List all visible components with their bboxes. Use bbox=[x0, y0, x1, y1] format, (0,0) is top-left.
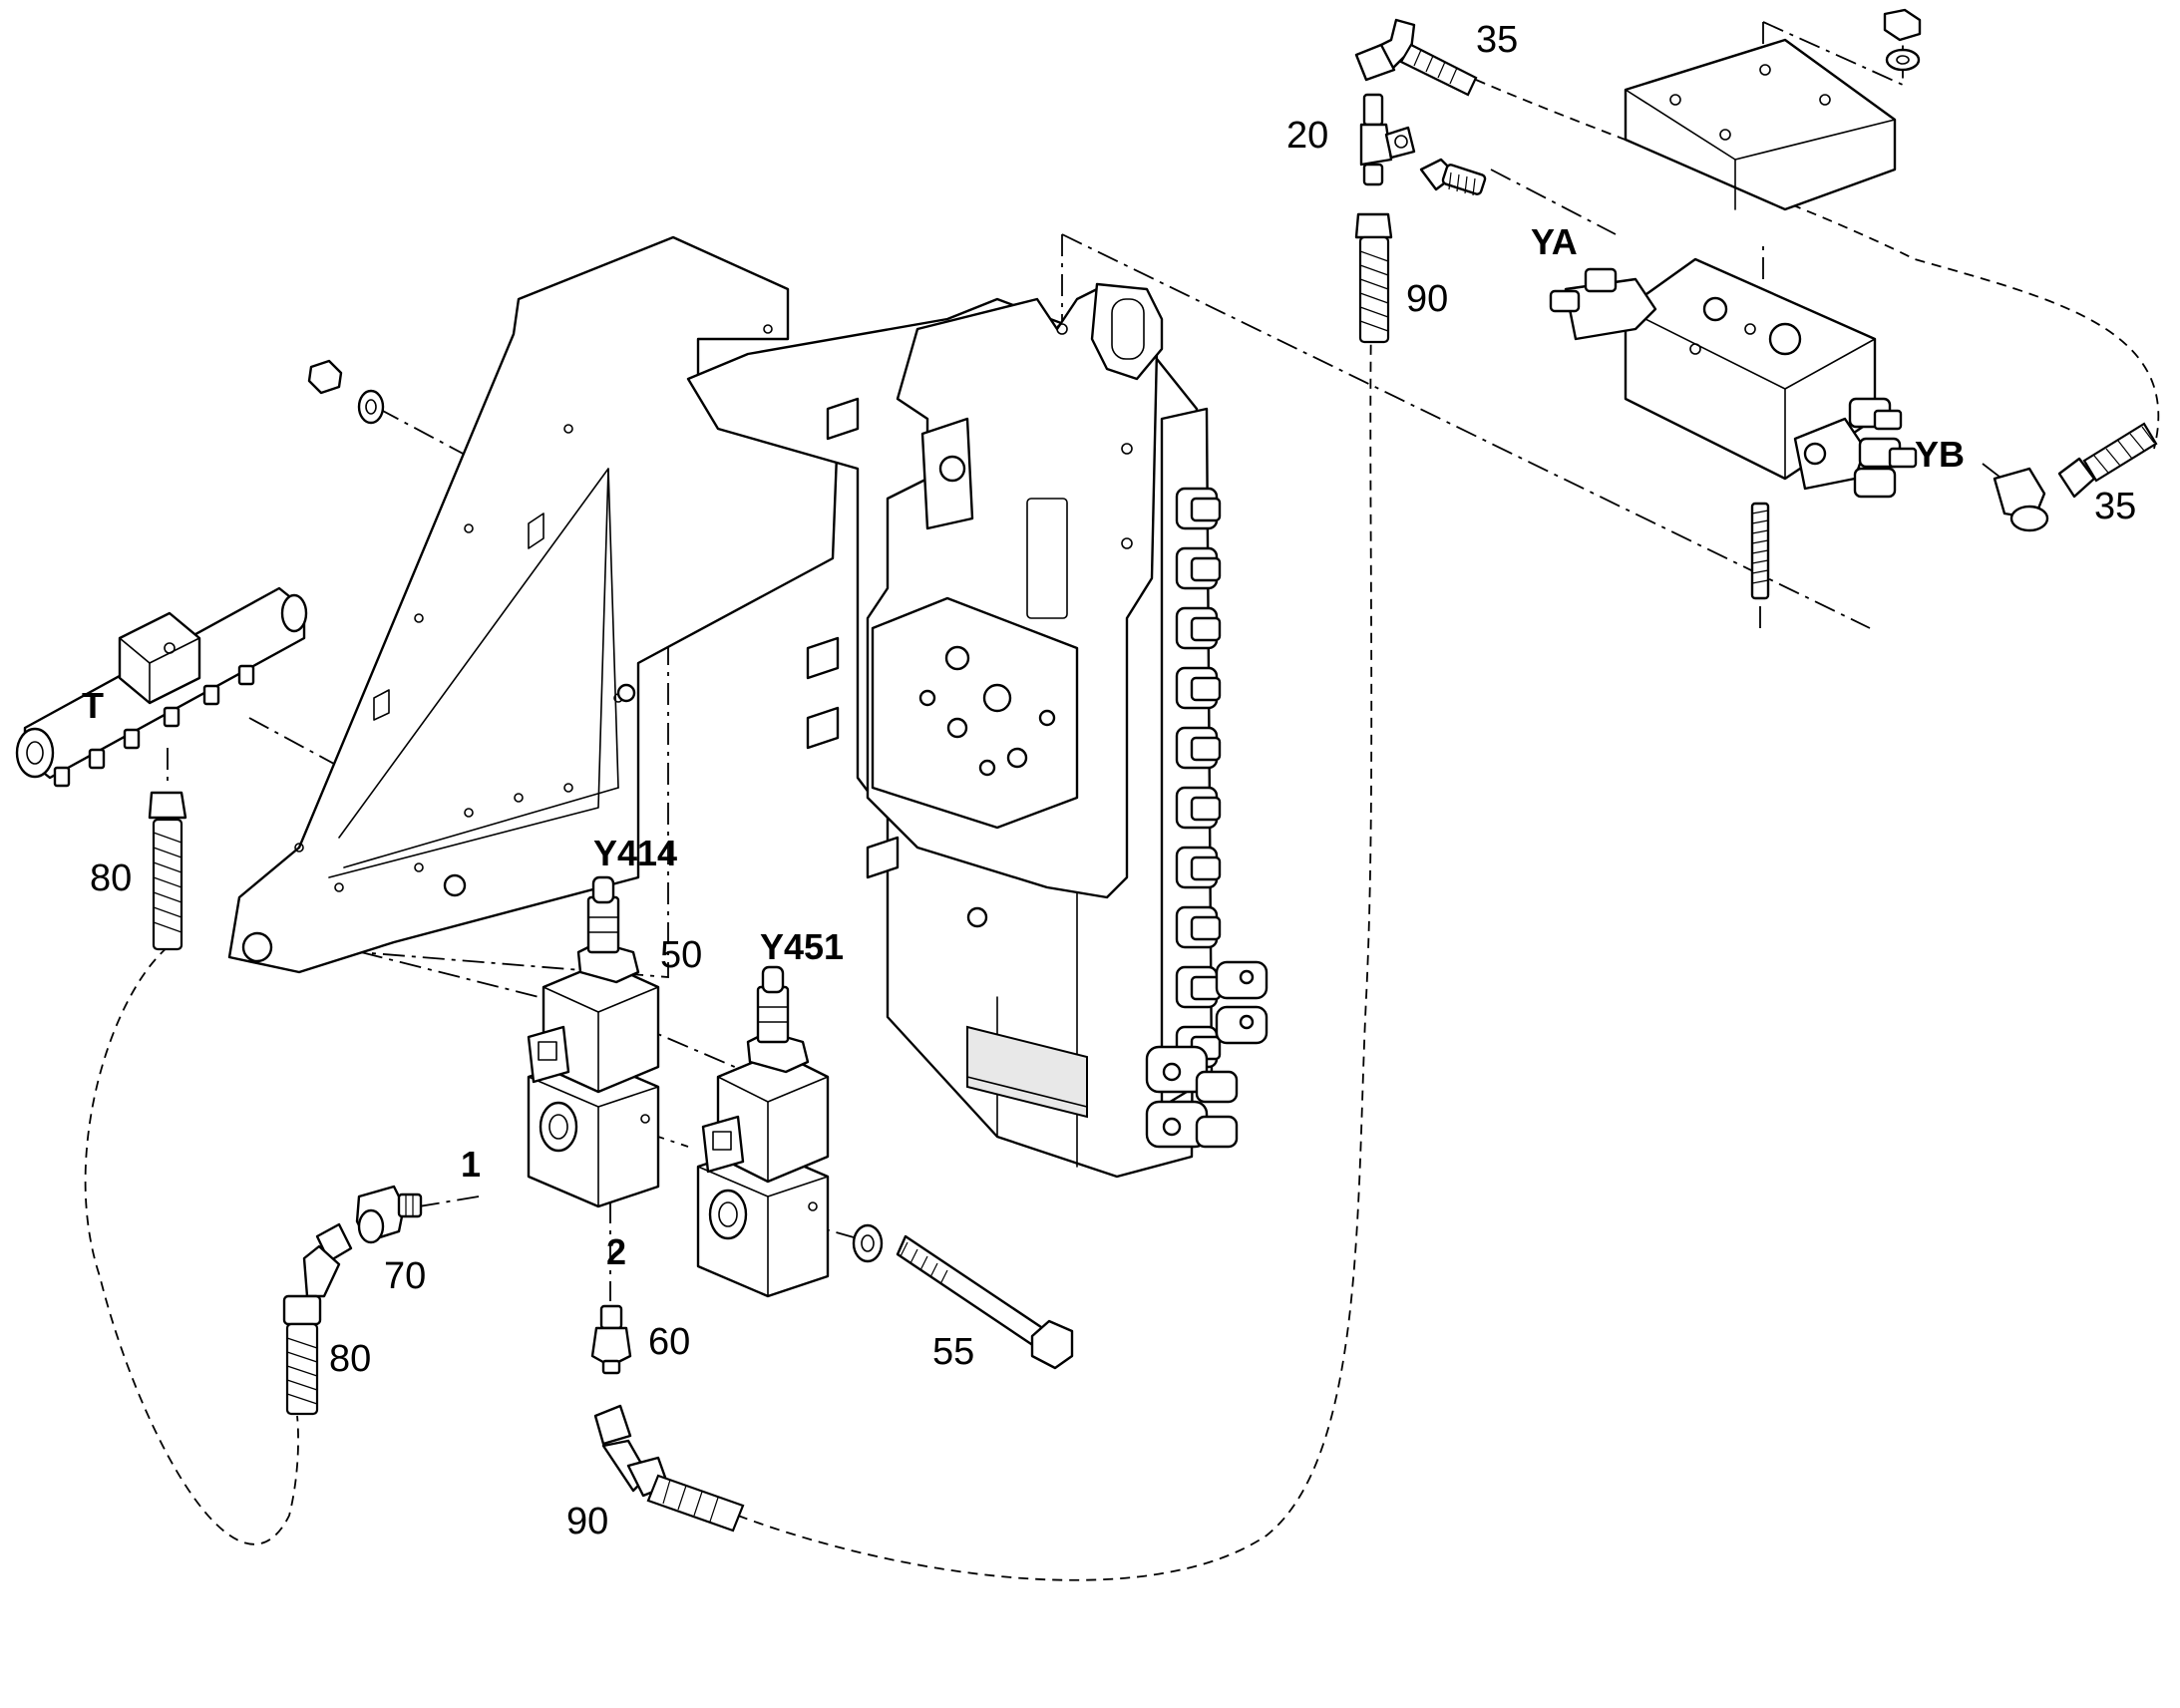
label-80-bottom: 80 bbox=[329, 1338, 371, 1380]
hose-route-top bbox=[1475, 79, 2160, 450]
solenoid-valve-ya-yb bbox=[1549, 257, 1918, 499]
label-35-right: 35 bbox=[2094, 486, 2136, 527]
elbow-fitting-right bbox=[1993, 467, 2049, 532]
stud-bolt bbox=[1750, 502, 1770, 600]
nut-top-right bbox=[1883, 8, 1922, 72]
solenoid-valve-y414 bbox=[527, 875, 660, 1208]
label-yb: YB bbox=[1915, 434, 1965, 475]
nut-left bbox=[307, 359, 385, 425]
hose-35-top bbox=[1354, 18, 1478, 97]
solenoid-valve-y451 bbox=[696, 965, 830, 1298]
label-t: T bbox=[82, 685, 104, 726]
label-35-top: 35 bbox=[1476, 19, 1518, 61]
hose-80-bottom bbox=[282, 1222, 353, 1416]
cover-plate bbox=[1624, 38, 1897, 211]
label-55: 55 bbox=[932, 1331, 974, 1373]
label-90-top: 90 bbox=[1406, 278, 1448, 320]
label-60: 60 bbox=[648, 1321, 690, 1363]
label-y451: Y451 bbox=[760, 926, 844, 967]
label-1: 1 bbox=[461, 1144, 481, 1185]
label-80-left: 80 bbox=[90, 857, 132, 899]
tee-fitting-20 bbox=[1359, 93, 1416, 186]
part-labels: 35 20 90 YA YB 35 T 80 Y414 50 Y451 1 2 … bbox=[82, 19, 2136, 1542]
fitting-70 bbox=[355, 1185, 423, 1244]
label-90-bottom: 90 bbox=[566, 1501, 608, 1542]
bolt-55 bbox=[896, 1234, 1074, 1370]
label-20: 20 bbox=[1286, 115, 1328, 157]
valve-stack-fittings bbox=[806, 397, 1269, 1149]
label-y414: Y414 bbox=[593, 833, 677, 873]
fitting-60 bbox=[590, 1304, 632, 1375]
manifold-t bbox=[15, 586, 308, 788]
hose-35-right bbox=[2057, 422, 2158, 499]
label-70: 70 bbox=[384, 1255, 426, 1297]
swivel-fitting-ya bbox=[1419, 158, 1487, 196]
washer bbox=[852, 1223, 884, 1263]
label-50: 50 bbox=[660, 934, 702, 976]
label-2: 2 bbox=[606, 1231, 626, 1272]
control-valve-block bbox=[686, 282, 1199, 1179]
mounting-bracket bbox=[227, 235, 840, 974]
label-ya: YA bbox=[1531, 221, 1578, 262]
hose-90-bottom bbox=[593, 1404, 745, 1533]
hose-route-left bbox=[84, 946, 299, 1545]
hose-80-left bbox=[148, 791, 187, 951]
hose-90-top bbox=[1354, 212, 1393, 344]
